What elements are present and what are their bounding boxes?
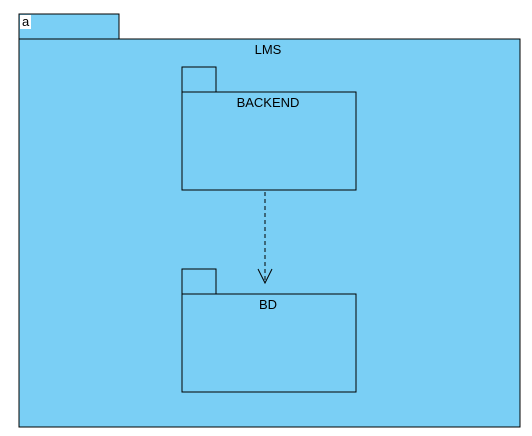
package-bd[interactable]: BD bbox=[181, 268, 357, 393]
package-backend[interactable]: BACKEND bbox=[181, 66, 357, 191]
package-bd-tab bbox=[181, 268, 217, 295]
package-backend-tab bbox=[181, 66, 217, 93]
package-lms-label: LMS bbox=[255, 42, 282, 57]
package-bd-body bbox=[181, 293, 357, 393]
tab-label: a bbox=[22, 14, 30, 29]
dependency-arrow[interactable] bbox=[257, 192, 273, 285]
package-lms-tab bbox=[18, 13, 120, 40]
package-bd-label: BD bbox=[259, 297, 277, 312]
dependency-arrowhead bbox=[257, 268, 273, 285]
tab-label-bg bbox=[20, 15, 31, 29]
package-backend-body bbox=[181, 91, 357, 191]
package-backend-label: BACKEND bbox=[237, 95, 300, 110]
